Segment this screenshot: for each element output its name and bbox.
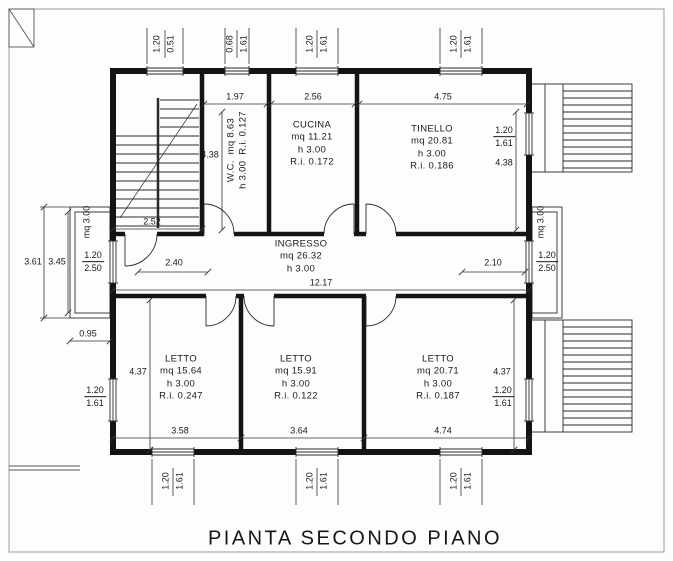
corner-mark — [8, 8, 80, 471]
dim-ingresso-right: 2.10 — [484, 257, 502, 268]
dim-top-window-1-height: 0.51 — [165, 35, 176, 53]
dim-bottom-window-2-width: 1.20 — [304, 472, 315, 490]
dim-bottom-window-2-height: 1.61 — [318, 472, 329, 490]
room-label-tinello: TINELLO mq 20.81 h 3.00 R.i. 0.186 — [410, 123, 454, 172]
room-name: W.C. — [225, 160, 237, 183]
dim-balcony-left-area: mq 3.00 — [81, 205, 92, 239]
dim-bottom-window-1-width: 1.20 — [160, 472, 171, 490]
dim-ingresso-length: 12.17 — [309, 277, 333, 288]
dim-cucina-width: 2.56 — [304, 91, 322, 102]
windows-right — [524, 112, 534, 422]
room-area: mq 8.63 — [225, 117, 237, 155]
dim-balcony-right-door: 1.20 2.50 — [536, 250, 558, 274]
door-swings — [124, 203, 397, 327]
room-label-letto-3: LETTO mq 20.71 h 3.00 R.i. 0.187 — [416, 353, 460, 402]
dim-top-window-3-width: 1.20 — [304, 35, 315, 53]
exterior-stair-upper — [532, 83, 633, 173]
windows-left — [108, 240, 118, 422]
frac-width: 1.20 — [82, 250, 104, 263]
room-ri: R.i. 0.247 — [159, 390, 203, 402]
windows-bottom — [151, 447, 483, 457]
dim-offset-left: 0.95 — [79, 328, 97, 339]
room-height: h 3.00 — [297, 144, 327, 155]
dim-bottom-window-3-width: 1.20 — [448, 472, 459, 490]
room-name: CUCINA — [292, 119, 332, 131]
frac-height: 1.61 — [86, 398, 104, 409]
room-name: INGRESSO — [274, 238, 328, 250]
room-height: h 3.00 — [238, 160, 249, 189]
dim-wc-width: 1.97 — [226, 91, 244, 102]
room-ri: R.i. 0.186 — [410, 160, 454, 172]
dim-height-bottom-left: 4.37 — [129, 366, 147, 377]
dim-balcony-left-door: 1.20 2.50 — [82, 250, 104, 274]
frac-height: 2.50 — [84, 263, 102, 274]
dim-stair-width: 2.52 — [143, 216, 161, 227]
dim-right-top-window: 1.20 1.61 — [493, 125, 515, 149]
room-name: LETTO — [280, 353, 312, 365]
dim-height-top-right: 4.38 — [495, 157, 513, 168]
windows-top — [146, 66, 483, 76]
room-area: mq 20.81 — [410, 135, 454, 147]
dim-letto3-width: 4.74 — [434, 425, 452, 436]
room-label-letto-1: LETTO mq 15.64 h 3.00 R.i. 0.247 — [159, 353, 203, 402]
room-area: mq 20.71 — [416, 365, 460, 377]
dim-height-top-left: 4.38 — [201, 149, 219, 160]
dim-balcony-right-area: mq 3.00 — [535, 205, 546, 239]
room-ri: R.i. 0.122 — [274, 390, 318, 402]
frac-height: 2.50 — [538, 263, 556, 274]
room-height: h 3.00 — [417, 148, 447, 159]
frac-height: 1.61 — [494, 398, 512, 409]
room-label-ingresso: INGRESSO mq 26.32 h 3.00 — [275, 238, 328, 275]
dim-height-bottom-right: 4.37 — [493, 366, 511, 377]
room-label-letto-2: LETTO mq 15.91 h 3.00 R.i. 0.122 — [274, 353, 318, 402]
room-ri: R.i. 0.127 — [238, 111, 249, 155]
dim-ingresso-left: 2.40 — [165, 257, 183, 268]
room-area: mq 11.21 — [291, 131, 333, 143]
room-height: h 3.00 — [166, 378, 196, 389]
dim-top-window-4-height: 1.61 — [462, 35, 473, 53]
room-label-wc: W.C. mq 8.63 h 3.00 R.i. 0.127 — [226, 111, 251, 189]
plan-title: PIANTA SECONDO PIANO — [207, 527, 503, 550]
exterior-stair-lower — [532, 319, 633, 433]
dim-top-window-1-width: 1.20 — [151, 35, 162, 53]
frac-width: 1.20 — [84, 385, 106, 398]
room-area: mq 15.91 — [274, 365, 318, 377]
room-name: LETTO — [422, 353, 454, 365]
room-name: LETTO — [165, 353, 197, 365]
interior-staircase — [116, 98, 199, 228]
dim-letto2-width: 3.64 — [290, 425, 308, 436]
dimension-lines — [40, 28, 533, 505]
dim-top-window-4-width: 1.20 — [448, 35, 459, 53]
dim-bottom-window-1-height: 1.61 — [174, 472, 185, 490]
dim-top-window-2-height: 1.61 — [238, 35, 249, 53]
dim-left-bottom-window: 1.20 1.61 — [84, 385, 106, 409]
room-height: h 3.00 — [423, 378, 453, 389]
sheet-border — [8, 8, 665, 553]
frac-width: 1.20 — [536, 250, 558, 263]
room-ri: R.i. 0.172 — [290, 156, 334, 168]
dim-balcony-outer: 3.61 — [24, 256, 42, 267]
room-label-cucina: CUCINA mq 11.21 h 3.00 R.i. 0.172 — [290, 119, 334, 168]
dim-top-window-3-height: 1.61 — [318, 35, 329, 53]
dim-tinello-width: 4.75 — [434, 91, 452, 102]
frac-height: 1.61 — [495, 138, 513, 149]
dim-bottom-window-3-height: 1.61 — [462, 472, 473, 490]
dim-right-bottom-window: 1.20 1.61 — [492, 385, 514, 409]
room-height: h 3.00 — [286, 263, 316, 275]
dim-top-window-2-width: 0.68 — [224, 35, 235, 53]
frac-width: 1.20 — [492, 385, 514, 398]
frac-width: 1.20 — [493, 125, 515, 138]
dim-balcony-inner: 3.45 — [48, 256, 66, 267]
room-height: h 3.00 — [281, 378, 311, 389]
dim-letto1-width: 3.58 — [171, 425, 189, 436]
room-area: mq 26.32 — [279, 250, 322, 262]
room-ri: R.i. 0.187 — [416, 390, 460, 402]
room-name: TINELLO — [411, 123, 453, 135]
room-area: mq 15.64 — [159, 365, 203, 377]
